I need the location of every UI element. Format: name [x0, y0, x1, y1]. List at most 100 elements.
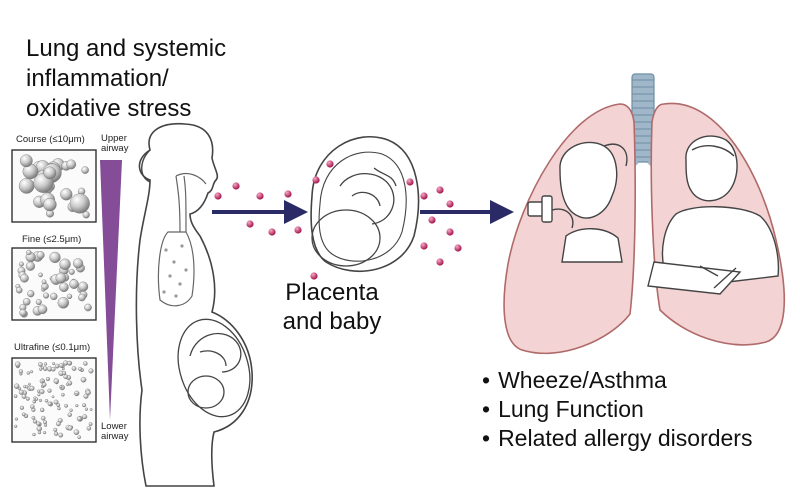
label-lower-airway: Lower airway [101, 421, 129, 442]
particle [74, 393, 78, 396]
label-placenta-baby: Placenta and baby [282, 279, 382, 335]
particle [42, 431, 47, 435]
particle [72, 258, 84, 269]
particle [32, 432, 36, 437]
particle [26, 371, 30, 375]
lung-particle [172, 260, 176, 264]
woman-writing [647, 135, 780, 295]
label-coarse-particles: Course (≤10μm) [16, 134, 85, 145]
particle [86, 425, 92, 431]
outcome-item: Wheeze/Asthma [482, 366, 752, 395]
outcome-item: Lung Function [482, 395, 752, 424]
particle [13, 394, 18, 399]
particle [56, 421, 61, 427]
particle [61, 392, 65, 397]
particle [36, 421, 41, 426]
particle [56, 403, 61, 407]
particle [45, 376, 50, 382]
particle [64, 403, 69, 408]
lung-particle [184, 268, 188, 272]
particle [59, 258, 71, 270]
airway-depth-bar [100, 160, 122, 420]
label-ultrafine-particles: Ultrafine (≤0.1μm) [14, 342, 91, 353]
particle [25, 385, 29, 389]
particle [77, 435, 81, 440]
particle [35, 397, 39, 401]
particle [51, 366, 56, 372]
particle [43, 420, 48, 425]
pm-dot [420, 242, 428, 250]
particle [50, 292, 58, 301]
particle [44, 398, 49, 403]
particle [22, 297, 31, 306]
particle [63, 374, 68, 380]
pm-dot [436, 258, 444, 266]
particle [68, 268, 75, 275]
particle [81, 166, 89, 174]
particle [82, 211, 90, 219]
particle [66, 159, 77, 170]
particle [69, 408, 73, 412]
particle [37, 304, 48, 315]
lung-particle [162, 290, 166, 294]
pm-dot [312, 176, 320, 184]
particle [59, 385, 63, 389]
particle [25, 261, 36, 271]
arrow-2 [420, 200, 514, 224]
particle [19, 154, 33, 168]
particle [36, 426, 42, 432]
particle [82, 403, 87, 408]
pm-dot [214, 192, 222, 200]
pm-dot [406, 178, 414, 186]
particle [67, 412, 72, 417]
pregnant-woman-figure [135, 123, 253, 487]
particle [73, 429, 80, 436]
particle [15, 286, 23, 294]
particle [43, 423, 48, 427]
particle [82, 414, 88, 420]
pm-dot [420, 192, 428, 200]
arrow-1 [212, 200, 308, 224]
particle [32, 419, 38, 424]
particle [14, 424, 18, 428]
particle [71, 366, 77, 371]
particle [51, 395, 55, 399]
particle [41, 382, 47, 388]
label-upper-airway: Upper airway [101, 133, 129, 154]
particle [30, 404, 35, 409]
particle [65, 382, 69, 386]
particle [36, 251, 45, 260]
particle [49, 251, 61, 264]
particle [21, 394, 27, 399]
particle [25, 396, 30, 401]
lung-particle [168, 274, 172, 278]
particle [47, 388, 52, 393]
particle [75, 404, 79, 408]
particle [14, 383, 20, 389]
particle [67, 425, 73, 431]
particle [18, 261, 24, 267]
pm-dot [232, 182, 240, 190]
particle [69, 279, 79, 289]
outcome-item: Related allergy disorders [482, 424, 752, 453]
title-inflammation: Lung and systemic inflammation/ oxidativ… [26, 35, 227, 122]
particle [41, 279, 47, 285]
particle [39, 389, 45, 395]
particle [21, 412, 26, 417]
pm-dot [284, 190, 292, 198]
pm-dot [294, 226, 302, 234]
particle [43, 292, 50, 299]
particle [39, 367, 43, 371]
particle [37, 430, 42, 435]
particle [31, 415, 36, 420]
particle [54, 363, 60, 369]
particle [67, 360, 72, 366]
pm-dot [326, 160, 334, 168]
particle [41, 379, 45, 383]
particle [38, 398, 43, 402]
particle [85, 390, 91, 396]
particle [35, 299, 42, 306]
particle [40, 415, 46, 421]
particle [57, 297, 69, 309]
